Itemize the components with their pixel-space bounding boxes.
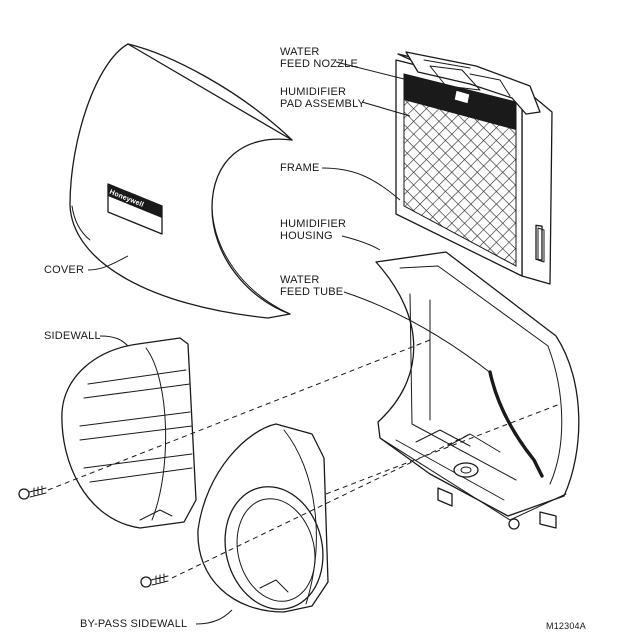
label-water-feed-nozzle-2: FEED NOZZLE xyxy=(280,58,358,70)
label-bypass-sidewall: BY-PASS SIDEWALL xyxy=(80,618,188,630)
screw-upper xyxy=(18,485,47,500)
label-housing-1: HUMIDIFIER xyxy=(280,218,347,230)
label-pad-assembly-2: PAD ASSEMBLY xyxy=(280,98,366,110)
sidewall-part xyxy=(61,337,197,529)
figure-id: M12304A xyxy=(546,621,586,631)
label-feed-tube-2: FEED TUBE xyxy=(280,286,344,298)
pad-assembly-part xyxy=(395,51,553,285)
cover-part xyxy=(69,43,293,319)
label-pad-assembly-1: HUMIDIFIER xyxy=(280,86,347,98)
screw-lower xyxy=(140,573,169,588)
label-housing-2: HOUSING xyxy=(280,230,333,242)
label-sidewall: SIDEWALL xyxy=(44,330,101,342)
label-cover: COVER xyxy=(44,264,85,276)
bypass-sidewall-part xyxy=(197,423,329,613)
label-water-feed-nozzle-1: WATER xyxy=(280,46,320,58)
label-frame: FRAME xyxy=(280,162,320,174)
label-feed-tube-1: WATER xyxy=(280,274,320,286)
housing-part xyxy=(375,251,580,530)
